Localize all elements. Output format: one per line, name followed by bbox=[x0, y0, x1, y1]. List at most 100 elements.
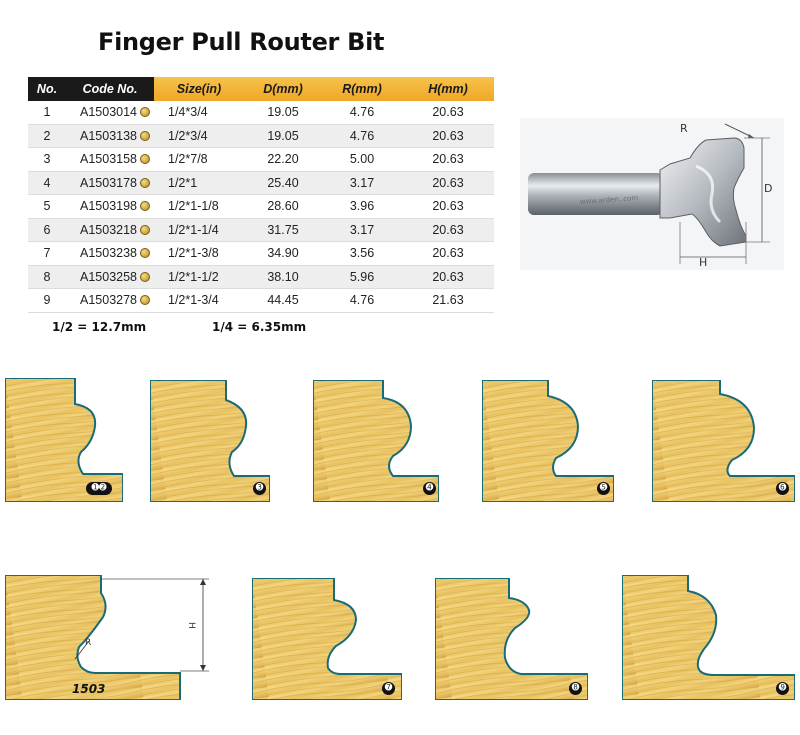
profile-number-9: ➒ bbox=[776, 682, 789, 695]
dim-h-label: H bbox=[186, 622, 196, 629]
header-size: Size(in) bbox=[154, 77, 244, 101]
cell-d: 22.20 bbox=[244, 147, 322, 172]
bullet-icon bbox=[140, 271, 151, 282]
cell-no: 5 bbox=[28, 194, 66, 219]
cell-no: 2 bbox=[28, 124, 66, 148]
table-header-row: No. Code No. Size(in) D(mm) R(mm) H(mm) bbox=[28, 77, 494, 101]
cell-code: A1503238 bbox=[66, 241, 154, 266]
bullet-icon bbox=[140, 224, 151, 235]
bullet-icon bbox=[140, 295, 151, 306]
cell-size: 1/2*1-1/2 bbox=[154, 265, 244, 289]
bullet-icon bbox=[140, 248, 151, 259]
cell-h: 20.63 bbox=[402, 218, 494, 242]
bit-label-r: R bbox=[680, 122, 688, 135]
cell-size: 1/2*7/8 bbox=[154, 147, 244, 172]
profile-panel-5 bbox=[482, 380, 614, 502]
bullet-icon bbox=[140, 154, 151, 165]
profile-code-label: 1503 bbox=[72, 682, 106, 696]
cell-r: 3.56 bbox=[322, 241, 402, 266]
page-title: Finger Pull Router Bit bbox=[98, 28, 385, 56]
cell-h: 20.63 bbox=[402, 124, 494, 148]
bit-cutter-head bbox=[659, 137, 747, 247]
profile-number-8: ➑ bbox=[569, 682, 582, 695]
profile-number-7: ➐ bbox=[382, 682, 395, 695]
cell-code: A1503138 bbox=[66, 124, 154, 148]
dim-r-label: R bbox=[85, 638, 91, 648]
conversion-half-inch: 1/2 = 12.7mm bbox=[52, 320, 147, 334]
cell-r: 3.17 bbox=[322, 218, 402, 242]
profile-panel-9 bbox=[622, 575, 795, 700]
profile-panel-7 bbox=[252, 578, 402, 700]
cell-h: 21.63 bbox=[402, 288, 494, 313]
cell-size: 1/2*1-3/4 bbox=[154, 288, 244, 313]
cell-h: 20.63 bbox=[402, 265, 494, 289]
cell-h: 20.63 bbox=[402, 147, 494, 172]
cell-r: 4.76 bbox=[322, 101, 402, 125]
bit-label-h: H bbox=[699, 256, 707, 269]
cell-size: 1/2*1 bbox=[154, 171, 244, 195]
profile-number-1-2: ➊➋ bbox=[86, 482, 112, 495]
cell-d: 19.05 bbox=[244, 124, 322, 148]
profile-panel-8 bbox=[435, 578, 588, 700]
cell-h: 20.63 bbox=[402, 101, 494, 125]
cell-no: 6 bbox=[28, 218, 66, 242]
profile-panel-6 bbox=[652, 380, 795, 502]
cell-d: 25.40 bbox=[244, 171, 322, 195]
conversion-quarter-inch: 1/4 = 6.35mm bbox=[212, 320, 307, 334]
cell-r: 4.76 bbox=[322, 288, 402, 313]
header-h: H(mm) bbox=[402, 77, 494, 101]
header-d: D(mm) bbox=[244, 77, 322, 101]
cell-h: 20.63 bbox=[402, 194, 494, 219]
cell-code: A1503158 bbox=[66, 147, 154, 172]
cell-no: 9 bbox=[28, 288, 66, 313]
cell-no: 4 bbox=[28, 171, 66, 195]
cell-d: 19.05 bbox=[244, 101, 322, 125]
profile-panel-3 bbox=[150, 380, 270, 502]
cell-no: 8 bbox=[28, 265, 66, 289]
bullet-icon bbox=[140, 130, 151, 141]
cell-code: A1503198 bbox=[66, 194, 154, 219]
bullet-icon bbox=[140, 201, 151, 212]
cell-no: 1 bbox=[28, 101, 66, 125]
cell-r: 5.00 bbox=[322, 147, 402, 172]
cell-h: 20.63 bbox=[402, 171, 494, 195]
cell-d: 38.10 bbox=[244, 265, 322, 289]
header-r: R(mm) bbox=[322, 77, 402, 101]
cell-size: 1/2*1-1/8 bbox=[154, 194, 244, 219]
profile-panel-1503: H R bbox=[5, 575, 209, 700]
profile-number-6: ➏ bbox=[776, 482, 789, 495]
profile-number-3: ➌ bbox=[253, 482, 266, 495]
cell-code: A1503014 bbox=[66, 101, 154, 125]
header-no: No. bbox=[28, 77, 66, 101]
profile-number-4: ➍ bbox=[423, 482, 436, 495]
profile-panel-1-2 bbox=[5, 378, 123, 502]
cell-d: 28.60 bbox=[244, 194, 322, 219]
cell-r: 3.17 bbox=[322, 171, 402, 195]
spec-table: No. Code No. Size(in) D(mm) R(mm) H(mm) … bbox=[28, 77, 494, 313]
cell-size: 1/2*1-1/4 bbox=[154, 218, 244, 242]
cell-no: 3 bbox=[28, 147, 66, 172]
header-code: Code No. bbox=[66, 77, 154, 101]
cell-h: 20.63 bbox=[402, 241, 494, 266]
cell-r: 5.96 bbox=[322, 265, 402, 289]
cell-code: A1503218 bbox=[66, 218, 154, 242]
profile-panel-4 bbox=[313, 380, 439, 502]
bullet-icon bbox=[140, 107, 151, 118]
cell-r: 3.96 bbox=[322, 194, 402, 219]
cell-code: A1503258 bbox=[66, 265, 154, 289]
cell-d: 34.90 bbox=[244, 241, 322, 266]
cell-d: 44.45 bbox=[244, 288, 322, 313]
bit-label-d: D bbox=[764, 182, 772, 195]
cell-r: 4.76 bbox=[322, 124, 402, 148]
cell-no: 7 bbox=[28, 241, 66, 266]
bit-shank bbox=[528, 173, 663, 215]
